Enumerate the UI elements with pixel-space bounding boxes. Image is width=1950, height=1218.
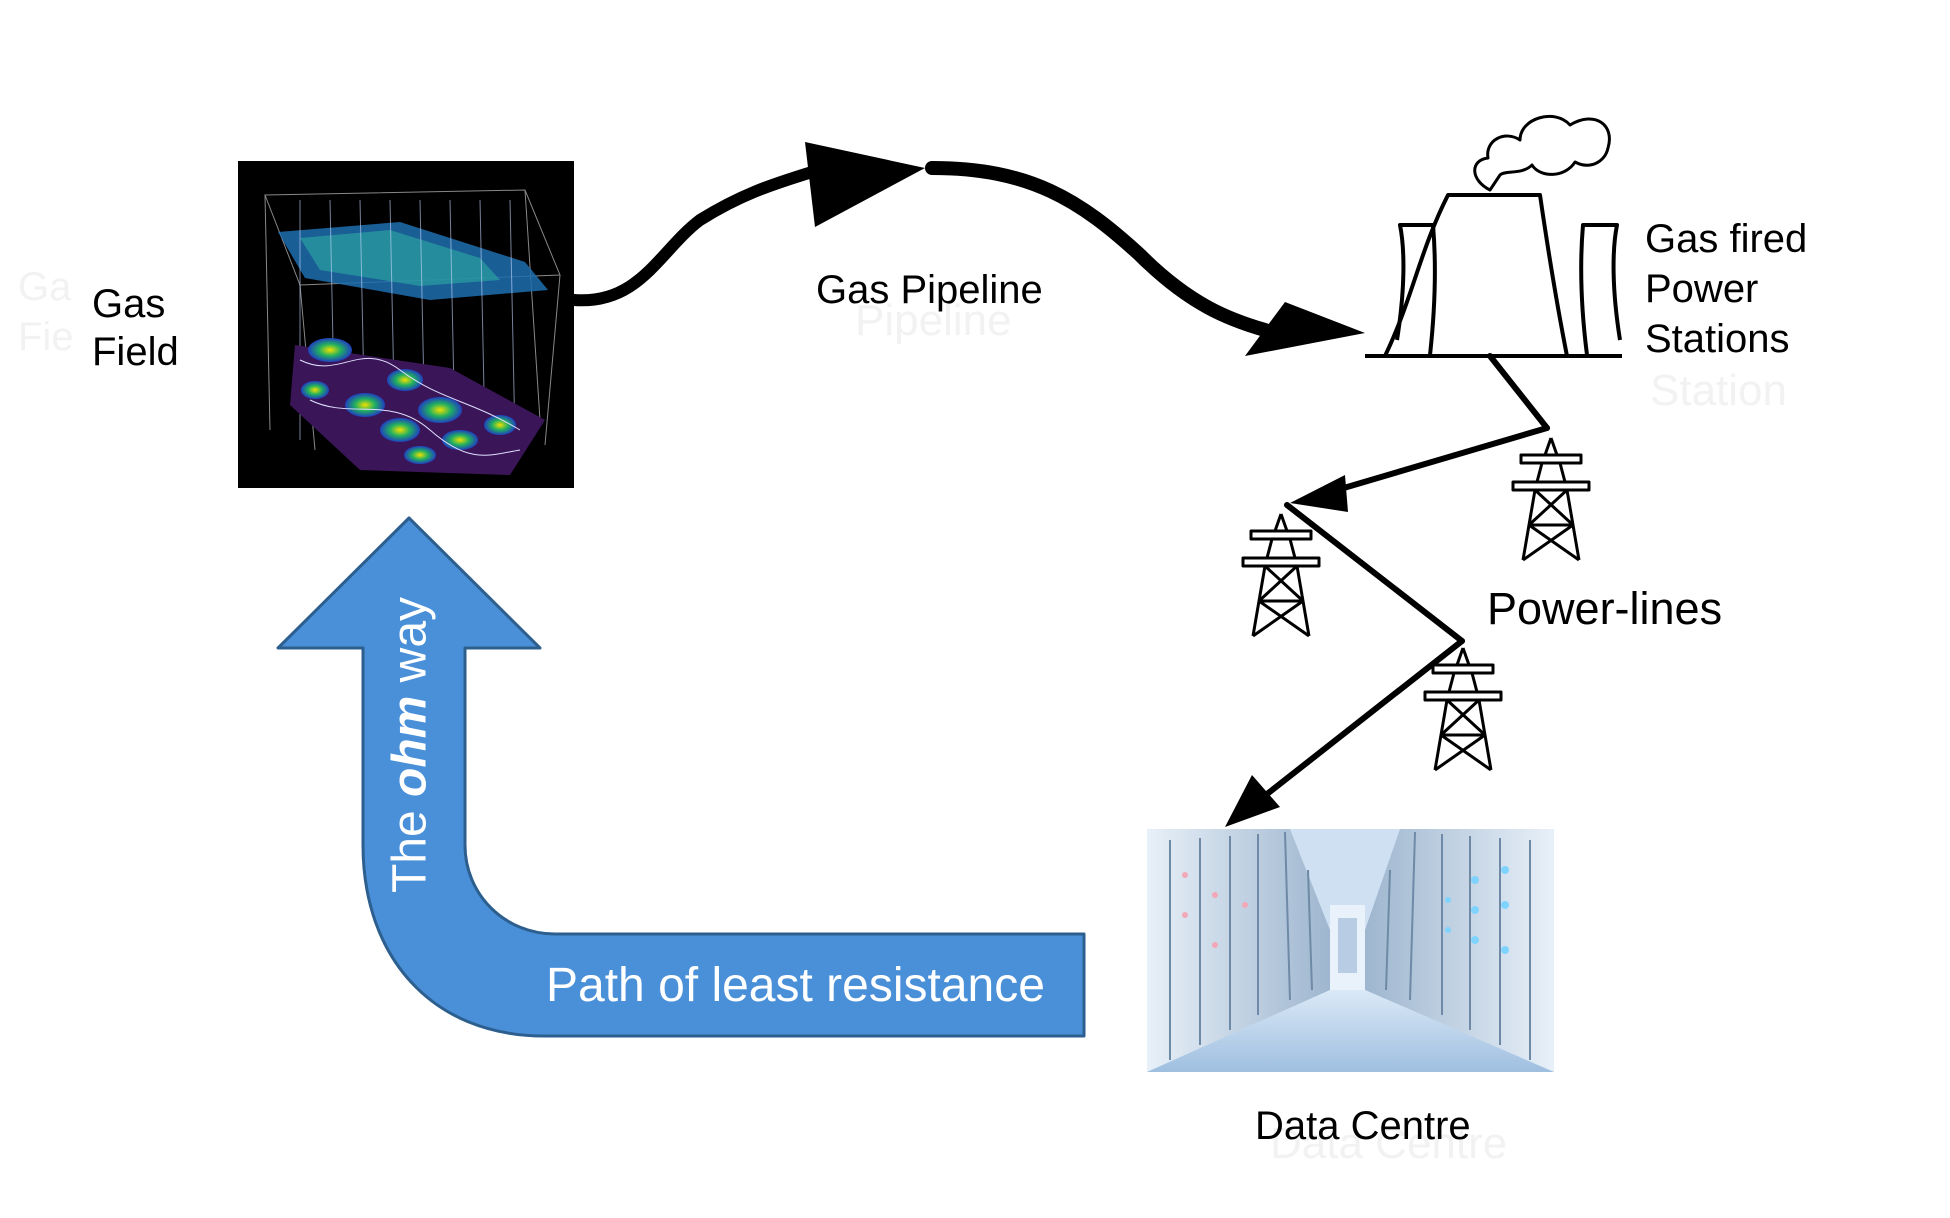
ohm-way-label: The ohm way — [383, 597, 438, 893]
gas-field-label-line: Field — [92, 328, 179, 376]
path-of-least-resistance-label: Path of least resistance — [546, 958, 1045, 1013]
gas-field-label: Gas Field — [92, 280, 179, 376]
ohm-way-prefix: The — [384, 810, 437, 893]
gas-pipeline-label: Gas Pipeline — [816, 266, 1043, 314]
pylon-icon — [1425, 648, 1501, 770]
gas-field-image — [238, 161, 574, 488]
data-centre-image — [1147, 829, 1554, 1072]
gas-field-label-line: Gas — [92, 280, 179, 328]
power-lines-label: Power-lines — [1487, 582, 1722, 636]
ghost-text: Fie — [18, 315, 74, 359]
ohm-way-emphasis: ohm — [384, 696, 437, 797]
ghost-text: Station — [1650, 366, 1787, 415]
power-station-icon — [1365, 116, 1622, 356]
power-station-label-line: Stations — [1645, 314, 1807, 364]
data-centre-label: Data Centre — [1255, 1102, 1471, 1150]
ohm-way-suffix: way — [384, 597, 437, 682]
ghost-text: Ga — [18, 265, 72, 309]
power-station-label-line: Gas fired — [1645, 214, 1807, 264]
pylon-icon — [1243, 514, 1319, 636]
power-station-label: Gas fired Power Stations — [1645, 214, 1807, 364]
power-station-label-line: Power — [1645, 264, 1807, 314]
pylon-icon — [1513, 438, 1589, 560]
